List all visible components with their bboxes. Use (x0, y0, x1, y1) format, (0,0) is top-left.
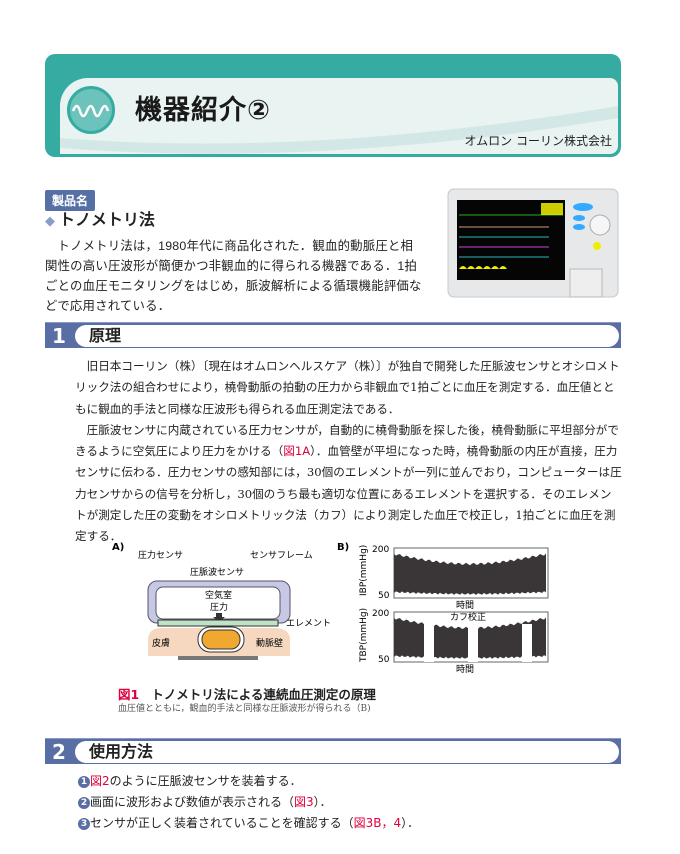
svg-text:時間: 時間 (456, 600, 474, 611)
figure-1a-diagram: A) 圧力センサ センサフレーム 圧脈波センサ 空気室 圧力 エレメント 皮膚 … (112, 542, 331, 660)
text: 圧脈波センサに内蔵されている圧力センサが，自動的に橈骨動脈を探した後，橈骨動脈に… (75, 422, 619, 459)
title-panel (60, 78, 618, 154)
svg-text:A): A) (112, 542, 124, 553)
step-number-icon: 1 (78, 776, 90, 788)
product-badge: 製品名 (45, 190, 96, 211)
svg-text:カフ校正: カフ校正 (450, 611, 486, 623)
caption-number: 図1 (118, 687, 140, 702)
monitor-device-image (447, 188, 619, 298)
svg-text:50: 50 (378, 655, 390, 665)
figure-link[interactable]: 図3B，4 (353, 816, 402, 830)
figure-link[interactable]: 図3 (294, 795, 314, 809)
figure-link[interactable]: 図1A (283, 444, 311, 459)
text: のように圧脈波センサを装着する． (109, 774, 302, 788)
product-name: トノメトリ法 (59, 210, 156, 229)
section-title: 使用方法 (75, 741, 619, 763)
step-number-icon: 2 (78, 797, 90, 809)
svg-text:センサフレーム: センサフレーム (250, 550, 313, 561)
caption-text: トノメトリ法による連続血圧測定の原理 (151, 687, 376, 702)
svg-text:IBP(mmHg): IBP(mmHg) (359, 545, 369, 596)
page-title: 機器紹介② (135, 95, 271, 126)
svg-text:圧脈波センサ: 圧脈波センサ (190, 566, 244, 578)
svg-text:200: 200 (372, 609, 389, 619)
section-number: 1 (52, 324, 66, 348)
svg-text:圧力: 圧力 (210, 601, 228, 613)
text: ）．血管壁が平坦になった時，橈骨動脈の内圧が直接，圧力センサに伝わる．圧力センサ… (75, 444, 622, 544)
figure-1: A) 圧力センサ センサフレーム 圧脈波センサ 空気室 圧力 エレメント 皮膚 … (110, 538, 560, 683)
svg-text:50: 50 (378, 591, 390, 601)
company-name: オムロン コーリン株式会社 (464, 134, 612, 148)
svg-text:空気室: 空気室 (205, 589, 232, 601)
text: センサが正しく装着されていることを確認する（ (90, 816, 354, 830)
section-header-principle: 1 原理 (45, 322, 621, 348)
text: 画面に波形および数値が表示される（ (90, 795, 295, 809)
waveform-logo-icon (67, 86, 115, 134)
text: ）． (401, 816, 420, 830)
paragraph: 旧日本コーリン（株）〔現在はオムロンヘルスケア（株）〕が独自で開発した圧脈波セン… (75, 359, 620, 416)
section-title: 原理 (75, 325, 619, 347)
svg-text:B): B) (337, 542, 349, 553)
section-header-usage: 2 使用方法 (45, 738, 621, 764)
figure-link[interactable]: 図2 (90, 774, 110, 788)
step-number-icon: 3 (78, 818, 90, 830)
product-title: ◆ トノメトリ法 (45, 206, 155, 230)
figure-subcaption: 血圧値とともに，観血的手法と同様な圧脈波形が得られる（B) (118, 704, 371, 714)
principle-text: 旧日本コーリン（株）〔現在はオムロンヘルスケア（株）〕が独自で開発した圧脈波セン… (75, 356, 623, 548)
svg-text:時間: 時間 (456, 664, 474, 675)
text: ）． (313, 795, 332, 809)
product-description: トノメトリ法は，1980年代に商品化された．観血的動脈圧と相関性の高い圧波形が簡… (45, 239, 422, 313)
paragraph: 圧脈波センサに内蔵されている圧力センサが，自動的に橈骨動脈を探した後，橈骨動脈に… (45, 420, 623, 548)
svg-text:エレメント: エレメント (286, 619, 331, 629)
svg-text:圧力センサ: 圧力センサ (138, 549, 183, 561)
section-number: 2 (52, 740, 66, 764)
figure-caption: 図1 トノメトリ法による連続血圧測定の原理 (118, 684, 376, 703)
svg-text:皮膚: 皮膚 (152, 637, 170, 649)
svg-text:200: 200 (372, 545, 389, 555)
figure-1b-chart: B) 200 50 時間 200 50 カフ校正 時間 IBP(mmHg) TBP(… (337, 542, 549, 675)
svg-text:TBP(mmHg): TBP(mmHg) (359, 608, 369, 663)
svg-text:動脈壁: 動脈壁 (256, 637, 283, 649)
diamond-icon: ◆ (45, 214, 55, 229)
